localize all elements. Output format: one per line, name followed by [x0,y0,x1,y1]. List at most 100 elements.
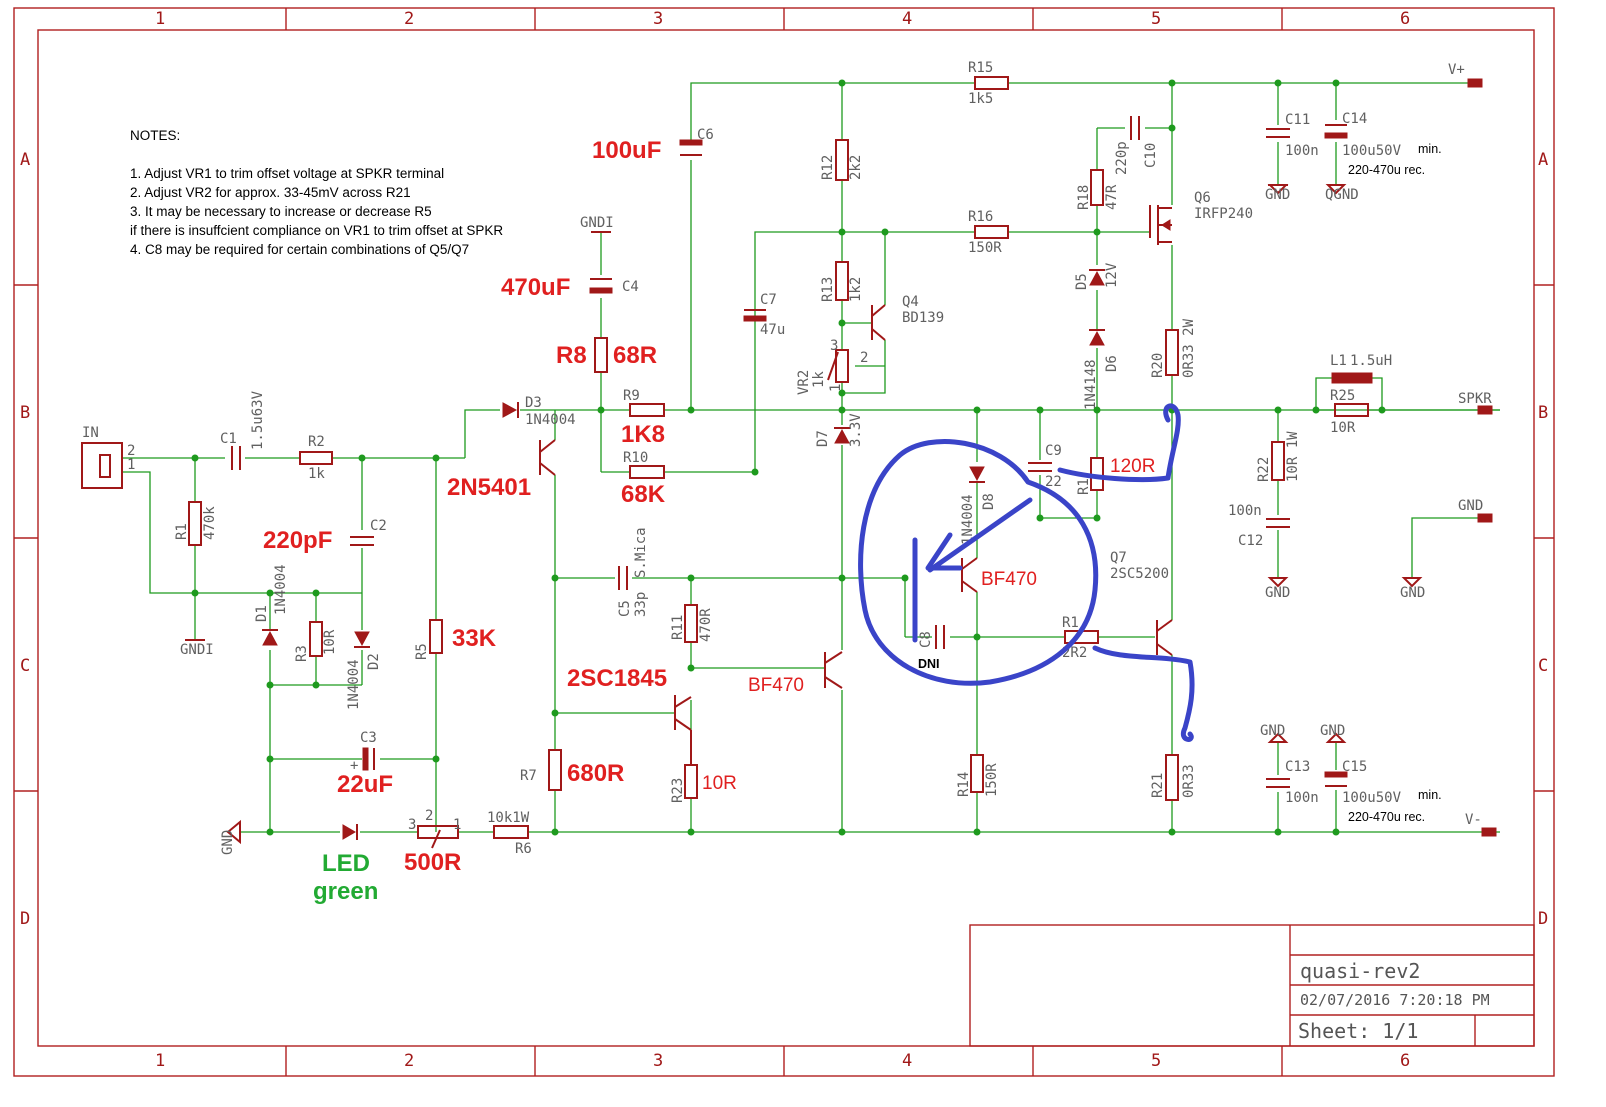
d1-value: 1N4004 [273,564,289,615]
col-label-top-5: 5 [1151,9,1161,29]
row-label-left-b: B [20,403,30,423]
led-diode [342,824,358,840]
resistor-r21: R21 0R33 [1150,754,1197,801]
resistor-r10: R10 [623,450,665,479]
col-label-top-1: 1 [155,9,165,29]
in-pin1: 1 [127,457,135,473]
c15-value: 100u50V [1342,790,1402,806]
c3-ref: C3 [360,730,377,746]
annotation-r5: 33K [452,625,497,652]
c5-value: 33p [633,592,649,617]
r3-value: 10R [322,629,338,655]
r11-value: 470R [698,608,714,642]
diode-d8: D8 1N4004 [960,466,997,545]
zener-d7: D7 3.3V [815,413,864,447]
vminus-terminal: V- [1465,812,1497,837]
row-label-left-c: C [20,656,30,676]
wires [122,82,1500,833]
col-label-top-6: 6 [1400,9,1410,29]
annotation-c3: 22uF [337,771,393,798]
annotation-c2: 220pF [263,527,332,554]
c12-value: 100n [1228,503,1262,519]
c4-ref: C4 [622,279,639,295]
d3-ref: D3 [525,395,542,411]
r12-value: 2k2 [848,155,864,180]
capacitor-c7: C7 47u [743,292,785,338]
c11-ref: C11 [1285,112,1310,128]
r19-ref: R1 [1076,478,1092,495]
capacitor-c5: C5 33p S.Mica [617,527,649,617]
c12-gnd-label: GND [1265,585,1290,601]
annotation-input-transistor: 2N5401 [447,474,531,501]
r2-ref: R2 [308,434,325,450]
capacitor-c2: C2 [350,518,387,546]
q7-value: 2SC5200 [1110,566,1169,582]
capacitor-c4: C4 [589,278,639,295]
transistor-2sc1845 [674,695,692,765]
c3-plus: + [350,758,358,774]
annotation-led-color: green [313,878,378,905]
transistor-q7-2sc5200: Q7 2SC5200 [1110,550,1173,656]
annotation-r9: 1K8 [621,421,665,448]
input-connector: IN 2 1 [81,425,135,489]
c14-ref: C14 [1342,111,1367,127]
resistor-r22: R22 10R 1W [1256,431,1301,482]
d3-value: 1N4004 [525,412,576,428]
r7-ref: R7 [520,768,537,784]
resistor-r13: R13 1k2 [820,261,864,302]
r21-value: 0R33 [1181,764,1197,798]
junctions [191,79,1386,836]
row-label-left-d: D [20,909,30,929]
resistor-r17: R1 2R2 [1062,615,1099,661]
note-line-4: if there is insuffcient compliance on VR… [130,223,503,238]
d5-ref: D5 [1074,273,1090,290]
annotation-r23: 10R [702,773,737,794]
d5-value: 12V [1104,262,1120,288]
annotation-c4: 470uF [501,274,570,301]
c1-value: 1.5u63V [250,390,266,450]
col-label-bottom-1: 1 [155,1051,165,1071]
annotation-r120: 120R [1110,456,1155,477]
vr2-ref: VR2 [796,370,812,395]
vr1-pin1: 1 [453,817,461,833]
gnd-left-label: GND [220,830,236,855]
c2-ref: C2 [370,518,387,534]
resistor-r1: R1 470k [174,501,218,546]
vr1-pin2: 2 [425,808,433,824]
r14-ref: R14 [956,772,972,797]
annotation-q5-bf470: BF470 [981,569,1037,590]
q6-value: IRFP240 [1194,206,1253,222]
c14-min-note: min. [1418,142,1442,156]
diode-d6: D6 1N4148 [1083,329,1120,410]
capacitor-c14: C14 100u50V QGND [1324,111,1402,203]
resistor-r16: R16 150R [968,209,1009,256]
q7-ref: Q7 [1110,550,1127,566]
col-label-bottom-4: 4 [902,1051,912,1071]
annotation-r7: 680R [567,760,624,787]
col-label-bottom-5: 5 [1151,1051,1161,1071]
inductor-l1: L1 1.5uH [1330,353,1392,384]
in-label: IN [82,425,99,441]
diode-d2: D2 1N4004 [346,631,382,710]
col-label-top-3: 3 [653,9,663,29]
capacitor-c13: GND C13 100n [1260,723,1319,806]
c15-ref: C15 [1342,759,1367,775]
gnd-symbol-left: GND [220,819,241,855]
gndi-symbol-left: GNDI [180,639,214,658]
c14-value: 100u50V [1342,143,1402,159]
d2-ref: D2 [366,653,382,670]
q6-ref: Q6 [1194,190,1211,206]
r12-ref: R12 [820,155,836,180]
c11-gnd-label: GND [1265,187,1290,203]
r3-ref: R3 [294,645,310,662]
r18-ref: R18 [1076,185,1092,210]
c12-ref: C12 [1238,533,1263,549]
note-line-2: 2. Adjust VR2 for approx. 33-45mV across… [130,185,411,200]
transistor-q4-bd139: Q4 BD139 [871,294,944,341]
r15-ref: R15 [968,60,993,76]
vr2-pin2: 2 [860,350,868,366]
transistor-vas-bf470 [824,651,843,689]
in-pin2: 2 [127,443,135,459]
trimmer-vr1: 3 2 1 [408,808,461,849]
sheet-number: Sheet: 1/1 [1298,1019,1418,1043]
